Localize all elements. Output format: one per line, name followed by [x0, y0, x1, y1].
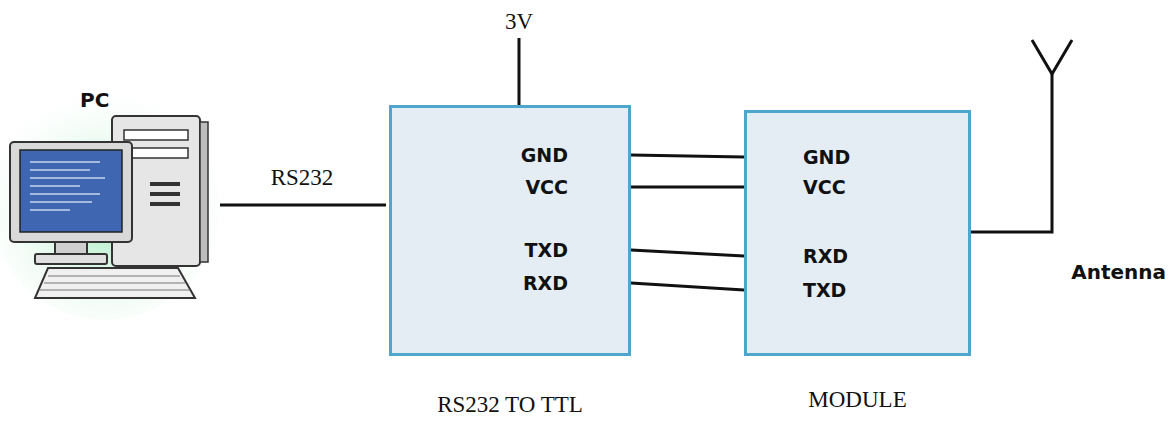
pin-label: RXD — [523, 272, 568, 294]
rs232-line — [220, 204, 386, 207]
pin-label: RXD — [803, 245, 848, 267]
interface-label: RS232 — [271, 165, 334, 191]
voltage-label: 3V — [505, 9, 533, 35]
device-label: PC — [80, 88, 109, 112]
antenna-symbol — [970, 40, 1072, 232]
pc-illustration — [0, 90, 220, 320]
antenna-label: Antenna — [1071, 260, 1166, 284]
module-box: MODULE — [744, 110, 971, 356]
pin-label: TXD — [803, 279, 846, 301]
module-box: RS232 TO TTL — [389, 105, 631, 356]
pin-label: GND — [521, 144, 568, 166]
pin-label: GND — [803, 146, 850, 168]
supply-line — [518, 38, 521, 105]
pin-label: VCC — [803, 176, 846, 198]
pin-label: TXD — [525, 239, 568, 261]
box-caption: RS232 TO TTL — [437, 392, 583, 418]
box-caption: MODULE — [808, 387, 906, 413]
pin-label: VCC — [525, 176, 568, 198]
